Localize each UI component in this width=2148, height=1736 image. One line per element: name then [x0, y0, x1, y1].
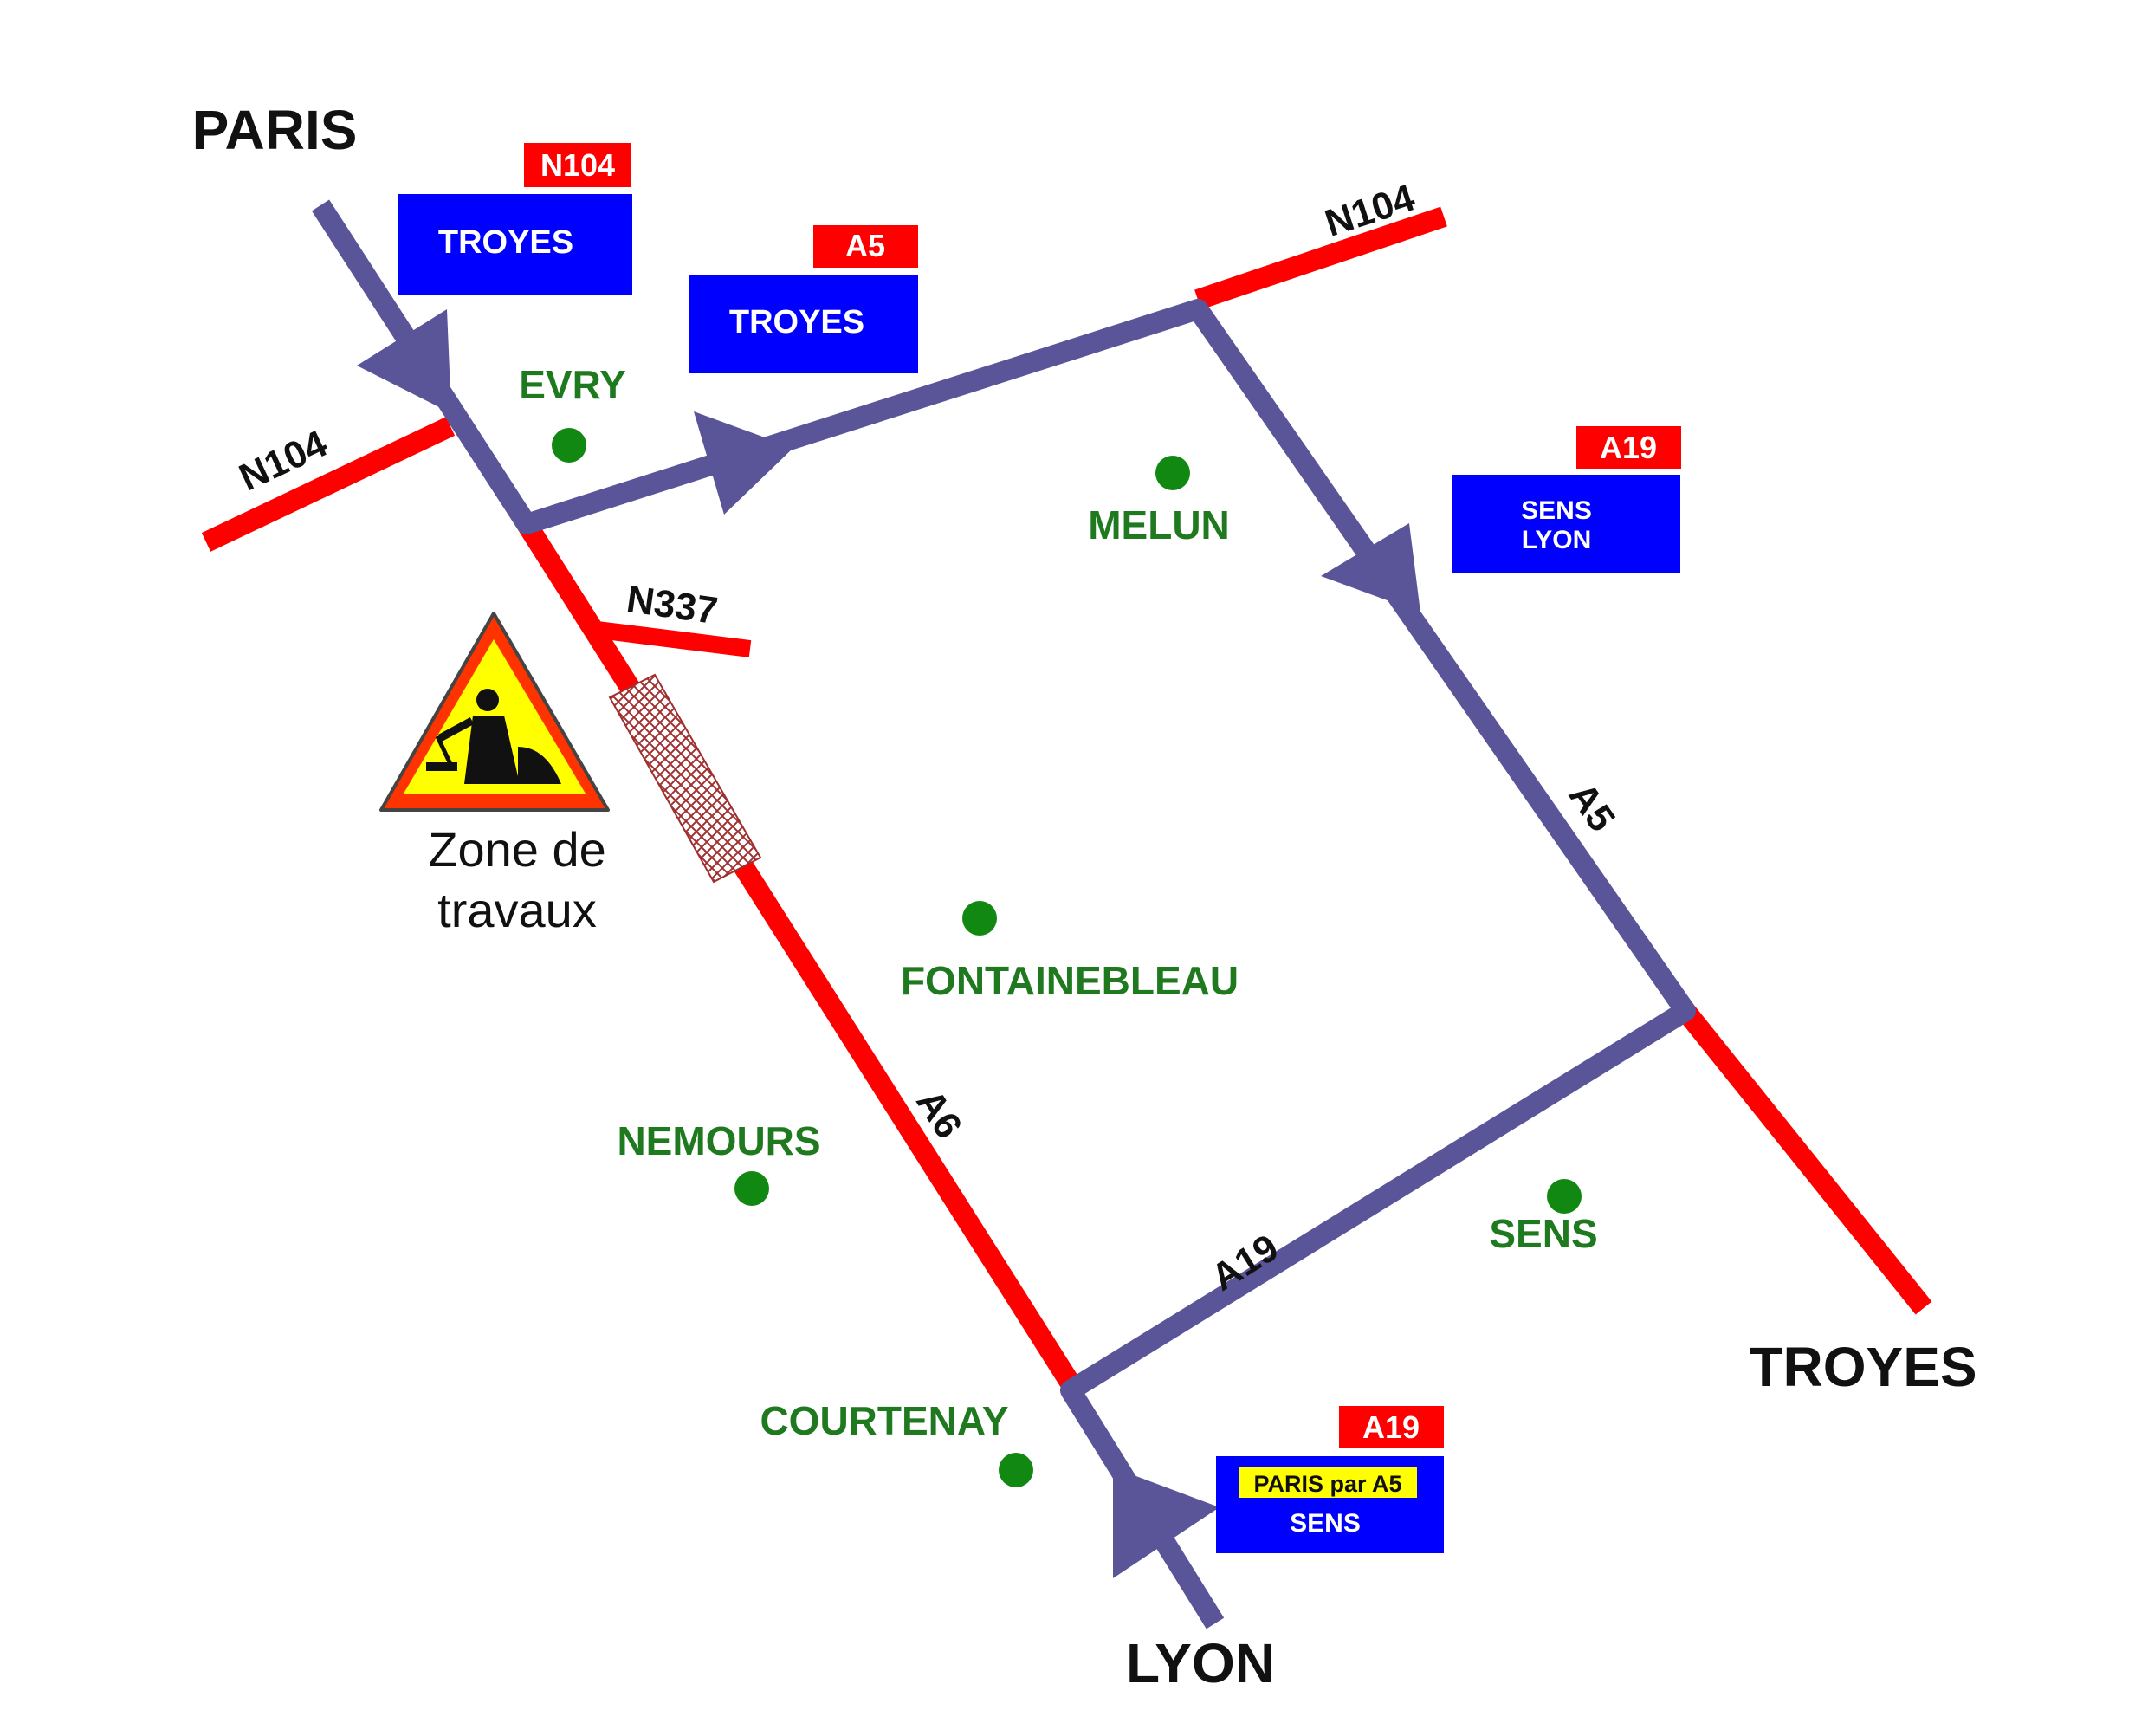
troyes-exit-road [1677, 1004, 1932, 1315]
sign1-shield-label: N104 [540, 147, 615, 183]
arrow-a5-south [1321, 523, 1420, 612]
arrow-lyon-up [1113, 1467, 1220, 1578]
roadworks-sign-icon [379, 612, 610, 812]
city-label-paris: PARIS [192, 99, 358, 161]
city-label-lyon: LYON [1126, 1632, 1275, 1694]
sign1-shield [524, 143, 631, 187]
works-label-line2: travaux [437, 883, 597, 937]
detour-route [311, 199, 1696, 1629]
sign3-shield-label: A19 [1600, 430, 1657, 465]
detour-from-paris [311, 199, 1696, 1629]
n104-west-road [201, 417, 456, 552]
town-label-sens: SENS [1489, 1211, 1597, 1256]
sign3-panel [1452, 475, 1680, 573]
direction-sign-3: A19 SENS LYON [1452, 426, 1681, 573]
sign4-highlight-text: PARIS par A5 [1253, 1471, 1401, 1497]
town-dot-sens [1547, 1179, 1582, 1214]
sign4-line1: SENS [1290, 1509, 1361, 1538]
n337-road [596, 621, 752, 657]
sign2-line1: TROYES [729, 304, 864, 340]
sign2-shield [813, 225, 918, 268]
sign3-line1: SENS [1521, 496, 1592, 525]
sign1-panel [398, 194, 632, 295]
n104-east-road [1194, 206, 1447, 310]
red-roads [201, 206, 1932, 1389]
road-label-n337: N337 [624, 578, 721, 632]
town-dot-evry [552, 428, 586, 463]
town-dot-nemours [734, 1171, 769, 1206]
town-label-fontainebleau: FONTAINEBLEAU [901, 958, 1239, 1003]
town-label-courtenay: COURTENAY [760, 1398, 1008, 1443]
town-label-melun: MELUN [1088, 502, 1230, 547]
direction-sign-2: A5 TROYES [689, 225, 918, 373]
direction-sign-4: A19 PARIS par A5 SENS [1216, 1406, 1444, 1553]
town-label-nemours: NEMOURS [617, 1118, 820, 1163]
sign2-panel [689, 275, 918, 373]
works-label-line1: Zone de [428, 822, 606, 877]
town-dot-courtenay [999, 1453, 1033, 1487]
town-dot-fontainebleau [962, 901, 997, 936]
sign1-line1: TROYES [438, 224, 573, 261]
town-label-evry: EVRY [519, 362, 626, 407]
sign3-shield [1576, 426, 1681, 469]
sign3-line2: LYON [1522, 526, 1592, 554]
direction-sign-1: N104 TROYES [398, 143, 632, 295]
town-dot-melun [1155, 456, 1190, 490]
works-hatch [608, 673, 762, 884]
arrow-paris-down [357, 309, 451, 413]
city-label-troyes: TROYES [1749, 1336, 1977, 1398]
sign2-shield-label: A5 [845, 228, 885, 263]
towns: EVRY MELUN FONTAINEBLEAU NEMOURS SENS CO… [519, 362, 1598, 1487]
a6-road [517, 518, 1080, 1389]
sign4-shield-label: A19 [1362, 1409, 1420, 1445]
sign4-shield [1339, 1406, 1444, 1448]
sign4-highlight [1239, 1467, 1417, 1498]
works-zone: Zone de travaux [379, 612, 762, 937]
city-labels: PARIS TROYES LYON [192, 99, 1977, 1694]
arrow-a5-east [694, 411, 793, 515]
